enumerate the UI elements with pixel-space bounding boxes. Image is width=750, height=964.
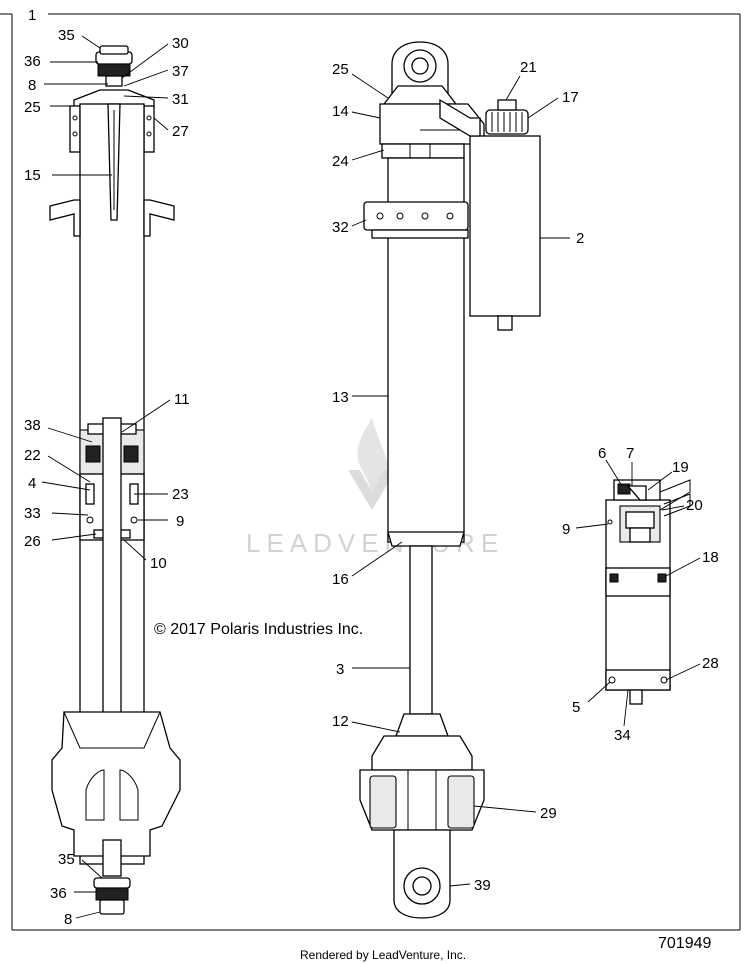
top-cap-nut [99, 45, 129, 55]
callout-28: 28 [702, 655, 719, 672]
center-shock-assembled [359, 41, 541, 919]
piston-seal-left [85, 445, 101, 463]
top-eyelet-stem [105, 75, 123, 87]
diagram-frame: 1 [0, 7, 741, 931]
watermark-text: LEADVENTURE [246, 528, 504, 558]
callout-15: 15 [24, 167, 41, 184]
lower-mount-side-right [447, 775, 475, 829]
left-leaders [41, 35, 171, 919]
left-callouts: 35 36 8 25 30 37 31 27 15 38 11 22 4 23 … [24, 27, 190, 928]
callout-26: 26 [24, 533, 41, 550]
callout-17: 17 [562, 89, 579, 106]
right-tab [143, 199, 175, 237]
callout-8-bottom: 8 [64, 911, 72, 928]
preload-ring-lower [371, 229, 469, 239]
callout-9-right: 9 [562, 521, 570, 538]
center-leaders [351, 73, 570, 887]
reservoir-knob-cap [497, 99, 517, 111]
callout-25-left: 25 [24, 99, 41, 116]
callout-35-bottom: 35 [58, 851, 75, 868]
callout-16: 16 [332, 571, 349, 588]
callout-24: 24 [332, 153, 349, 170]
bottom-out-bumper [395, 713, 449, 737]
reservoir-bridge [439, 98, 481, 137]
center-callouts: 25 21 17 14 24 32 2 13 16 3 12 29 39 [332, 59, 584, 894]
callout-7: 7 [626, 445, 634, 462]
callout-38: 38 [24, 417, 41, 434]
callout-21: 21 [520, 59, 537, 76]
left-tab [49, 199, 81, 237]
watermark: LEADVENTURE [246, 418, 504, 558]
callout-12: 12 [332, 713, 349, 730]
callout-6: 6 [598, 445, 606, 462]
callout-36-bottom: 36 [50, 885, 67, 902]
lower-mount-top [371, 735, 473, 771]
callout-8-top: 8 [28, 77, 36, 94]
reference-number: 701949 [658, 935, 711, 952]
lower-bushing [95, 887, 129, 901]
callout-30: 30 [172, 35, 189, 52]
left-shock-cutaway [49, 45, 181, 915]
callout-18: 18 [702, 549, 719, 566]
rendered-by-text: Rendered by LeadVenture, Inc. [300, 948, 466, 962]
callout-3: 3 [336, 661, 344, 678]
callout-29: 29 [540, 805, 557, 822]
right-leaders [575, 459, 701, 727]
callout-31: 31 [172, 91, 189, 108]
callout-13: 13 [332, 389, 349, 406]
callout-34: 34 [614, 727, 631, 744]
right-clamp [143, 105, 155, 153]
reservoir-schrader-valve [629, 689, 643, 705]
watermark-v-icon [348, 470, 396, 510]
reservoir [469, 135, 541, 317]
right-callouts: 6 7 19 20 9 18 28 5 34 [562, 445, 719, 744]
callout-10: 10 [150, 555, 167, 572]
callout-11: 11 [174, 391, 190, 408]
reservoir-valve [497, 315, 513, 331]
top-bushing [97, 63, 131, 77]
lower-eye-mount [51, 711, 181, 857]
lower-bolt-head [93, 877, 131, 889]
seal-head-oring-left [85, 483, 95, 505]
callout-4: 4 [28, 475, 36, 492]
callout-37: 37 [172, 63, 189, 80]
callout-9-left: 9 [176, 513, 184, 530]
callout-33: 33 [24, 505, 41, 522]
lower-nut [99, 899, 125, 915]
callout-14: 14 [332, 103, 349, 120]
callout-39: 39 [474, 877, 491, 894]
callout-19: 19 [672, 459, 689, 476]
center-shaft [409, 545, 433, 715]
lower-shaft-end [102, 839, 122, 877]
callout-36-top: 36 [24, 53, 41, 70]
copyright-text: © 2017 Polaris Industries Inc. [154, 621, 363, 638]
left-clamp [69, 105, 81, 153]
callout-35-top: 35 [58, 27, 75, 44]
callout-frame-1: 1 [28, 7, 36, 24]
callout-32: 32 [332, 219, 349, 236]
callout-20: 20 [686, 497, 703, 514]
lower-mount-side-left [369, 775, 397, 829]
callout-23: 23 [172, 486, 189, 503]
piston-seal-right [123, 445, 139, 463]
preload-ring [363, 201, 469, 231]
body-cap-ring [381, 143, 465, 159]
reservoir-end-cap [605, 669, 671, 691]
callout-25-center: 25 [332, 61, 349, 78]
callout-27: 27 [172, 123, 189, 140]
callout-2: 2 [576, 230, 584, 247]
reservoir-cutaway-detail [605, 479, 691, 705]
callout-5: 5 [572, 699, 580, 716]
callout-22: 22 [24, 447, 41, 464]
body-end-cap [387, 531, 465, 547]
